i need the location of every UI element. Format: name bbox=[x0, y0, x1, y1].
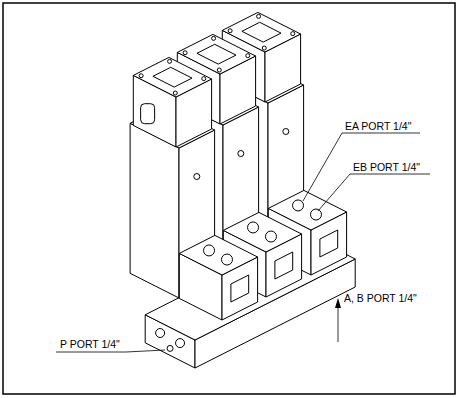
port-hole bbox=[176, 339, 185, 348]
screw bbox=[194, 174, 200, 180]
leader-line bbox=[318, 174, 430, 211]
port-hole bbox=[248, 222, 259, 233]
screw bbox=[202, 77, 206, 81]
port-window bbox=[320, 230, 338, 257]
valve-assembly bbox=[130, 12, 355, 368]
drawing-frame bbox=[3, 3, 455, 394]
port-hole bbox=[265, 231, 276, 242]
cable-connector bbox=[141, 104, 155, 124]
port-hole bbox=[310, 209, 321, 220]
port-block-top bbox=[179, 235, 257, 275]
port-label: P PORT 1/4" bbox=[60, 339, 120, 350]
screw bbox=[283, 129, 289, 135]
screw bbox=[262, 46, 266, 50]
screw bbox=[183, 51, 187, 55]
coil-window bbox=[197, 44, 236, 64]
leader-line bbox=[56, 350, 165, 352]
screw bbox=[139, 74, 143, 78]
solenoid-coil-top bbox=[133, 57, 211, 97]
coil-window bbox=[153, 67, 192, 87]
port-hole bbox=[293, 200, 304, 211]
screw bbox=[228, 29, 232, 33]
leader-lines bbox=[56, 133, 430, 352]
leader-line bbox=[338, 306, 339, 342]
arrowhead bbox=[335, 298, 341, 308]
port-hole bbox=[204, 245, 215, 256]
screw bbox=[173, 91, 177, 95]
port-window bbox=[275, 252, 293, 279]
port-window bbox=[231, 275, 249, 302]
screw bbox=[238, 151, 244, 157]
screw bbox=[291, 32, 295, 36]
coil-window bbox=[242, 22, 281, 42]
port-label: EA PORT 1/4" bbox=[345, 121, 411, 132]
screw bbox=[257, 14, 261, 18]
leader-line bbox=[303, 133, 420, 201]
screw bbox=[217, 68, 221, 72]
port-hole bbox=[156, 329, 165, 338]
screw bbox=[246, 54, 250, 58]
port-label: EB PORT 1/4" bbox=[353, 162, 420, 173]
valve-body-side bbox=[130, 123, 179, 298]
p-port-hole bbox=[167, 345, 173, 351]
screw bbox=[212, 36, 216, 40]
screw bbox=[168, 59, 172, 63]
port-label: A, B PORT 1/4" bbox=[344, 293, 417, 304]
port-hole bbox=[221, 254, 232, 265]
